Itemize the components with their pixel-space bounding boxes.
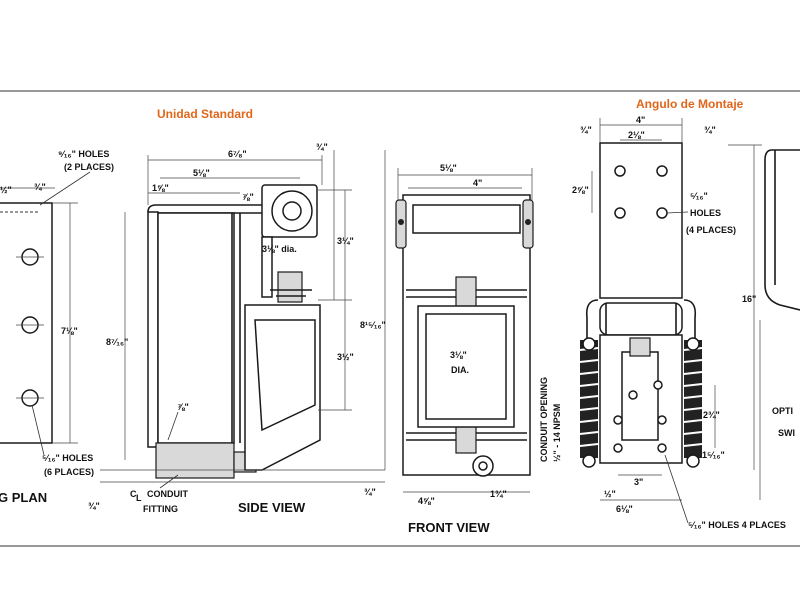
side-conduit-l: L xyxy=(136,493,142,503)
side-dim-8-7-16: 8⁷⁄₁₆" xyxy=(106,337,128,347)
option-label-2: SWI xyxy=(778,428,795,438)
plan-dim-7-1-8: 7⅛" xyxy=(61,326,78,336)
mount-dim-2-5-8: 2⅝" xyxy=(572,185,589,195)
mount-dim-half: ½" xyxy=(604,489,616,499)
mount-holes-label: HOLES xyxy=(690,208,721,218)
mount-spring-right xyxy=(683,340,703,458)
mount-dim-3-4-left: ¾" xyxy=(580,125,592,135)
front-dia-value: 3⅛" xyxy=(450,350,467,360)
option-label-1: OPTI xyxy=(772,406,793,416)
mount-plate xyxy=(599,142,683,299)
side-dia-label: 3⅛" dia. xyxy=(262,244,297,254)
mount-dim-16: 16" xyxy=(742,294,756,304)
plan-view-label: G PLAN xyxy=(0,490,47,505)
front-dim-1-3-4: 1¾" xyxy=(490,489,507,499)
front-bolt-top xyxy=(455,276,477,308)
mount-dim-2-1-8: 2⅛" xyxy=(628,130,645,140)
side-dim-3-1-4: 3¼" xyxy=(337,236,354,246)
side-dim-3-1-2: 3½" xyxy=(337,352,354,362)
side-dim-8-15-16: 8¹⁵⁄₁₆" xyxy=(360,320,386,330)
side-dim-6-7-8: 6⁷⁄₈" xyxy=(228,149,247,159)
side-conduit-fitting xyxy=(155,442,235,479)
side-dim-5-1-8: 5⅛" xyxy=(193,168,210,178)
mount-dim-3: 3" xyxy=(634,477,643,487)
plan-dim-3-4: ¾" xyxy=(34,182,46,192)
side-view: 6⁷⁄₈" 5⅛" 1⅝" ⅞" ¾" 3⅛" dia. 3¼" 8¹⁵⁄₁₆"… xyxy=(100,142,386,515)
plan-holes-2-label: ⁹⁄₁₆" HOLES xyxy=(58,149,109,159)
side-pivot-inner xyxy=(282,201,302,221)
mount-holes-bottom-label: ⁵⁄₁₆" HOLES 4 PLACES xyxy=(688,520,786,530)
side-view-label: SIDE VIEW xyxy=(238,500,306,515)
mount-holes-places: (4 PLACES) xyxy=(686,225,736,235)
side-dim-3-4-top: ¾" xyxy=(316,142,328,152)
front-dim-4: 4" xyxy=(473,178,482,188)
mount-dim-3-4-right: ¾" xyxy=(704,125,716,135)
front-dim-4-5-8: 4⅝" xyxy=(418,496,435,506)
mount-spring-left xyxy=(579,340,599,458)
front-conduit-thread-label: ½" - 14 NPSM xyxy=(552,404,562,462)
mounting-angle-view: OPTI SWI 4" 2⅛" ¾" ¾" 2⅝" ⁵⁄₁₆" HOLES (4… xyxy=(572,115,800,530)
plan-holes-6-label: ⁵⁄₁₆" HOLES xyxy=(42,453,93,463)
front-dim-5-1-8: 5⅛" xyxy=(440,163,457,173)
mount-dim-2-3-4: 2¾" xyxy=(703,410,720,420)
front-dia-label: DIA. xyxy=(451,365,469,375)
plan-dim-half: ½" xyxy=(0,185,12,195)
front-view-label: FRONT VIEW xyxy=(408,520,490,535)
plan-dim-3-4-bottom: ¾" xyxy=(88,501,100,511)
heading-angulo-de-montaje: Angulo de Montaje xyxy=(636,97,744,111)
side-dim-1-5-8: 1⅝" xyxy=(152,183,169,193)
side-mounting-plate xyxy=(147,211,159,448)
plan-view: 7⅛" ½" ¾" ⁹⁄₁₆" HOLES (2 PLACES) ⁵⁄₁₆" H… xyxy=(0,149,114,511)
side-fitting-label: FITTING xyxy=(143,504,178,514)
front-conduit-opening-label: CONDUIT OPENING xyxy=(539,377,549,462)
mount-dim-1-5-16: 1⁵⁄₁₆" xyxy=(702,450,725,460)
side-dim-7-8-low: ⅞" xyxy=(177,402,189,412)
side-bolt xyxy=(277,271,303,303)
front-view: 3⅛" DIA. 5⅛" 4" 4⅝" 1¾" CONDUIT OPENING … xyxy=(395,163,562,535)
mount-holes-size: ⁵⁄₁₆" xyxy=(690,191,708,201)
heading-unidad-standard: Unidad Standard xyxy=(157,107,253,121)
side-housing xyxy=(157,212,235,444)
plan-holes-6-places: (6 PLACES) xyxy=(44,467,94,477)
plan-holes-2-places: (2 PLACES) xyxy=(64,162,114,172)
side-conduit-c: C xyxy=(130,489,137,499)
mount-roller xyxy=(599,302,683,336)
side-dim-7-8: ⅞" xyxy=(242,192,254,202)
side-dim-3-4-bottom: ¾" xyxy=(364,487,376,497)
option-switch-outline xyxy=(764,149,800,311)
mount-dim-4: 4" xyxy=(636,115,645,125)
front-bolt-bottom xyxy=(455,424,477,454)
side-conduit-label: CONDUIT xyxy=(147,489,188,499)
mount-dim-6-1-8: 6⅛" xyxy=(616,504,633,514)
